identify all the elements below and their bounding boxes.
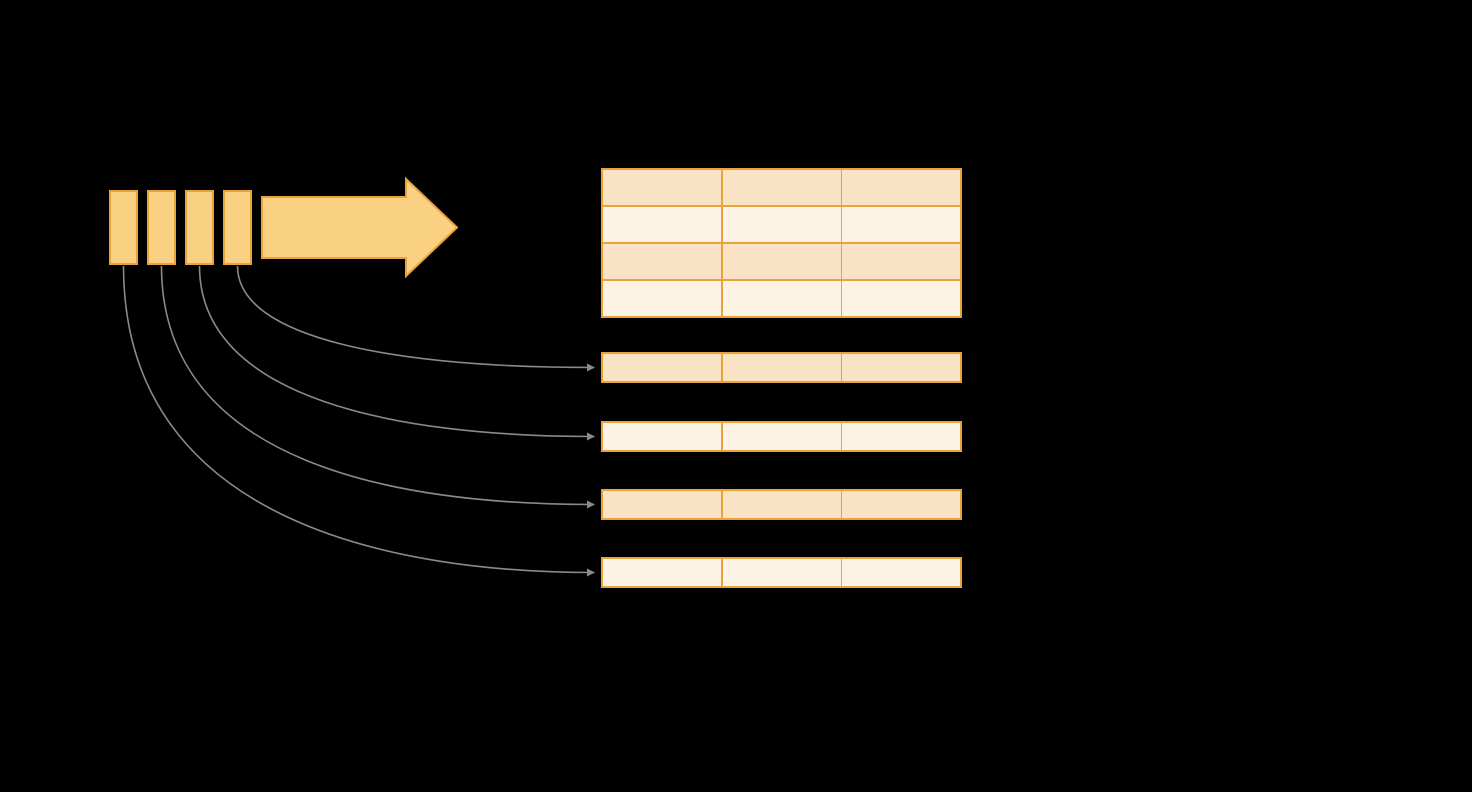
table-cell	[842, 280, 960, 316]
strip-cell	[842, 559, 960, 586]
row-strip-2	[601, 421, 962, 452]
strip-cell	[722, 354, 841, 381]
table-cell	[722, 206, 841, 243]
table-cell	[842, 206, 960, 243]
strip-cell	[722, 491, 841, 518]
table-cell	[722, 280, 841, 316]
connector-bar4-to-strip1	[236, 265, 595, 372]
main-table	[601, 168, 962, 318]
strip-cell	[722, 423, 841, 450]
strip-cell	[603, 559, 721, 586]
batch-bar-4	[223, 190, 252, 265]
batch-bar-3	[185, 190, 214, 265]
row-strip-3	[601, 489, 962, 520]
table-cell	[603, 280, 721, 316]
table-cell	[842, 170, 960, 206]
strip-cell	[842, 354, 960, 381]
table-cell	[603, 206, 721, 243]
right-arrow-icon	[261, 176, 459, 279]
connector-bar1-to-strip4	[122, 265, 595, 577]
row-strip-4	[601, 557, 962, 588]
table-cell	[722, 170, 841, 206]
strip-cell	[603, 423, 721, 450]
record-to-row-connectors	[122, 265, 595, 577]
strip-cell	[603, 354, 721, 381]
strip-cell	[603, 491, 721, 518]
table-cell	[603, 170, 721, 206]
strip-cell	[842, 423, 960, 450]
connector-bar3-to-strip2	[198, 265, 595, 441]
batch-bar-1	[109, 190, 138, 265]
row-strip-1	[601, 352, 962, 383]
strip-cell	[842, 491, 960, 518]
batch-bar-2	[147, 190, 176, 265]
table-cell	[722, 243, 841, 280]
strip-cell	[722, 559, 841, 586]
table-cell	[842, 243, 960, 280]
record-batch	[109, 190, 252, 265]
table-cell	[603, 243, 721, 280]
connector-bar2-to-strip3	[160, 265, 595, 509]
